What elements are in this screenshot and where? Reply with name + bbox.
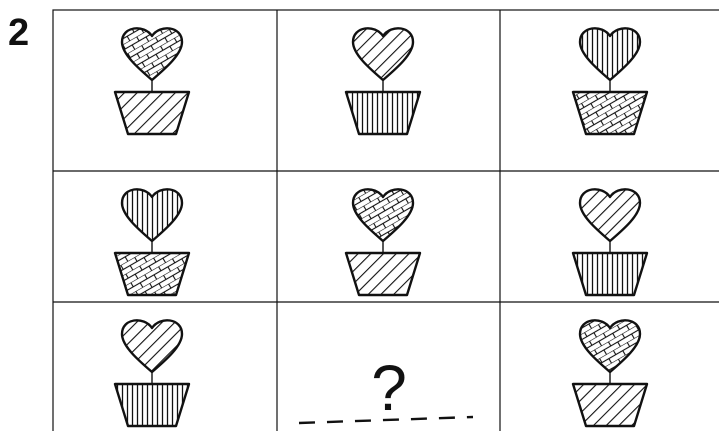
- heart-diagonal-pattern: [353, 28, 413, 80]
- pot-vertical-pattern: [115, 384, 189, 426]
- pot-diagonal-pattern: [573, 384, 647, 426]
- cell-r3-c1: [115, 320, 189, 426]
- cell-r1-c3: [573, 28, 647, 134]
- heart-brick-pattern: [122, 28, 182, 80]
- cell-r3-c2: ?: [299, 352, 473, 424]
- heart-diagonal-pattern: [580, 189, 640, 241]
- heart-vertical-pattern: [122, 189, 182, 241]
- pot-vertical-pattern: [346, 92, 420, 134]
- cell-r3-c3: [573, 320, 647, 426]
- heart-brick-pattern: [580, 320, 640, 372]
- pot-brick-pattern: [573, 92, 647, 134]
- heart-brick-pattern: [353, 189, 413, 241]
- cell-r2-c3: [573, 189, 647, 295]
- pot-vertical-pattern: [573, 253, 647, 295]
- cell-r2-c2: [346, 189, 420, 295]
- cells-layer: ?: [115, 28, 647, 426]
- missing-cell-question-mark: ?: [371, 352, 407, 424]
- heart-vertical-pattern: [580, 28, 640, 80]
- pot-brick-pattern: [115, 253, 189, 295]
- heart-diagonal-pattern: [122, 320, 182, 372]
- cell-r2-c1: [115, 189, 189, 295]
- cell-r1-c1: [115, 28, 189, 134]
- pot-diagonal-pattern: [115, 92, 189, 134]
- pot-diagonal-pattern: [346, 253, 420, 295]
- cell-r1-c2: [346, 28, 420, 134]
